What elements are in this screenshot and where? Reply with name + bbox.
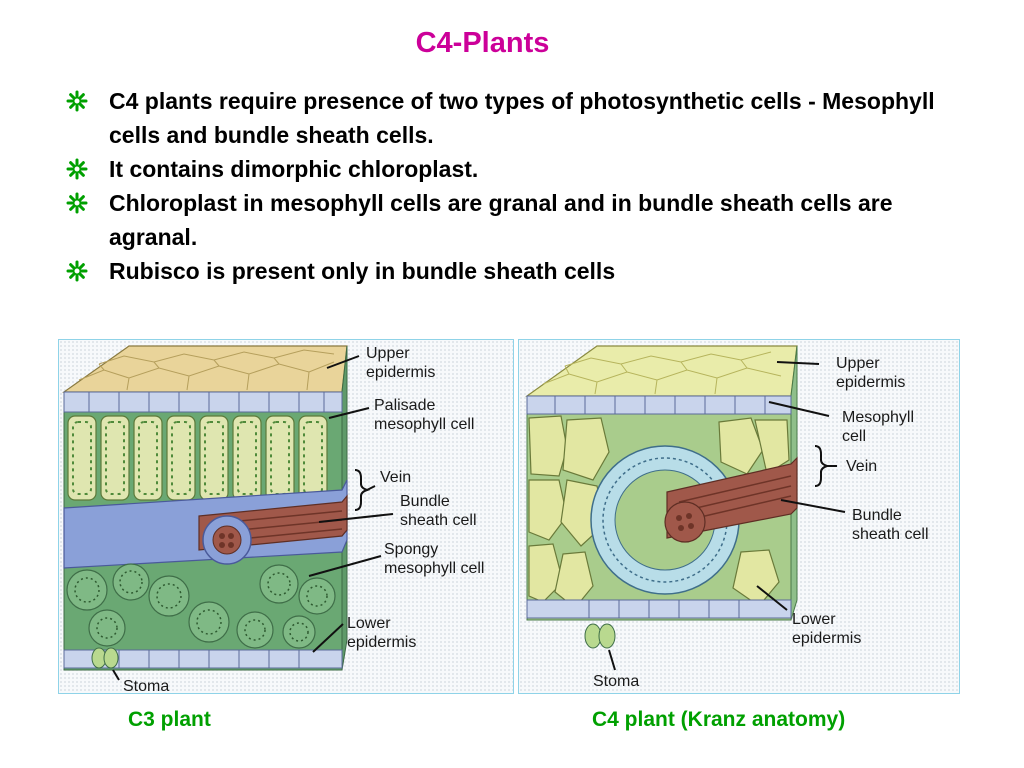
bullet-item: Rubisco is present only in bundle sheath… xyxy=(66,254,986,288)
bullet-item: C4 plants require presence of two types … xyxy=(66,84,986,152)
label-bundle-sheath-cell: Bundle sheath cell xyxy=(852,507,929,543)
asterisk-flower-icon xyxy=(66,192,88,214)
asterisk-flower-icon xyxy=(66,90,88,112)
bullet-text: Rubisco is present only in bundle sheath… xyxy=(109,258,616,284)
label-stoma: Stoma xyxy=(593,673,640,690)
caption-c4-plant: C4 plant (Kranz anatomy) xyxy=(592,708,846,731)
bullet-item: Chloroplast in mesophyll cells are grana… xyxy=(66,186,986,254)
label-lower-epidermis: Lower epidermis xyxy=(347,615,417,651)
label-palisade-mesophyll-cell: Palisade mesophyll cell xyxy=(374,397,475,433)
label-bundle-sheath-cell: Bundle sheath cell xyxy=(400,493,477,529)
c4-leaf-diagram: Upper epidermis Mesophyll cell Vein Bund… xyxy=(518,339,960,694)
caption-c3-plant: C3 plant xyxy=(128,708,211,731)
bullet-text: It contains dimorphic chloroplast. xyxy=(109,156,479,182)
c4-leaf-illustration xyxy=(525,345,846,671)
bullet-item: It contains dimorphic chloroplast. xyxy=(66,152,986,186)
label-vein: Vein xyxy=(380,469,412,486)
bullet-list: C4 plants require presence of two types … xyxy=(66,84,986,288)
label-lower-epidermis: Lower epidermis xyxy=(792,611,862,647)
label-vein: Vein xyxy=(846,458,878,475)
label-mesophyll-cell: Mesophyll cell xyxy=(842,409,915,445)
c3-leaf-illustration xyxy=(62,345,394,681)
label-upper-epidermis: Upper epidermis xyxy=(366,345,436,381)
slide-title: C4-Plants xyxy=(415,27,550,59)
label-spongy-mesophyll-cell: Spongy mesophyll cell xyxy=(384,541,485,577)
bullet-text: Chloroplast in mesophyll cells are grana… xyxy=(109,190,893,250)
label-upper-epidermis: Upper epidermis xyxy=(836,355,906,391)
asterisk-flower-icon xyxy=(66,158,88,180)
label-stoma: Stoma xyxy=(123,678,170,694)
asterisk-flower-icon xyxy=(66,260,88,282)
bullet-text: C4 plants require presence of two types … xyxy=(109,88,935,148)
c3-leaf-diagram: Upper epidermis Palisade mesophyll cell … xyxy=(58,339,514,694)
